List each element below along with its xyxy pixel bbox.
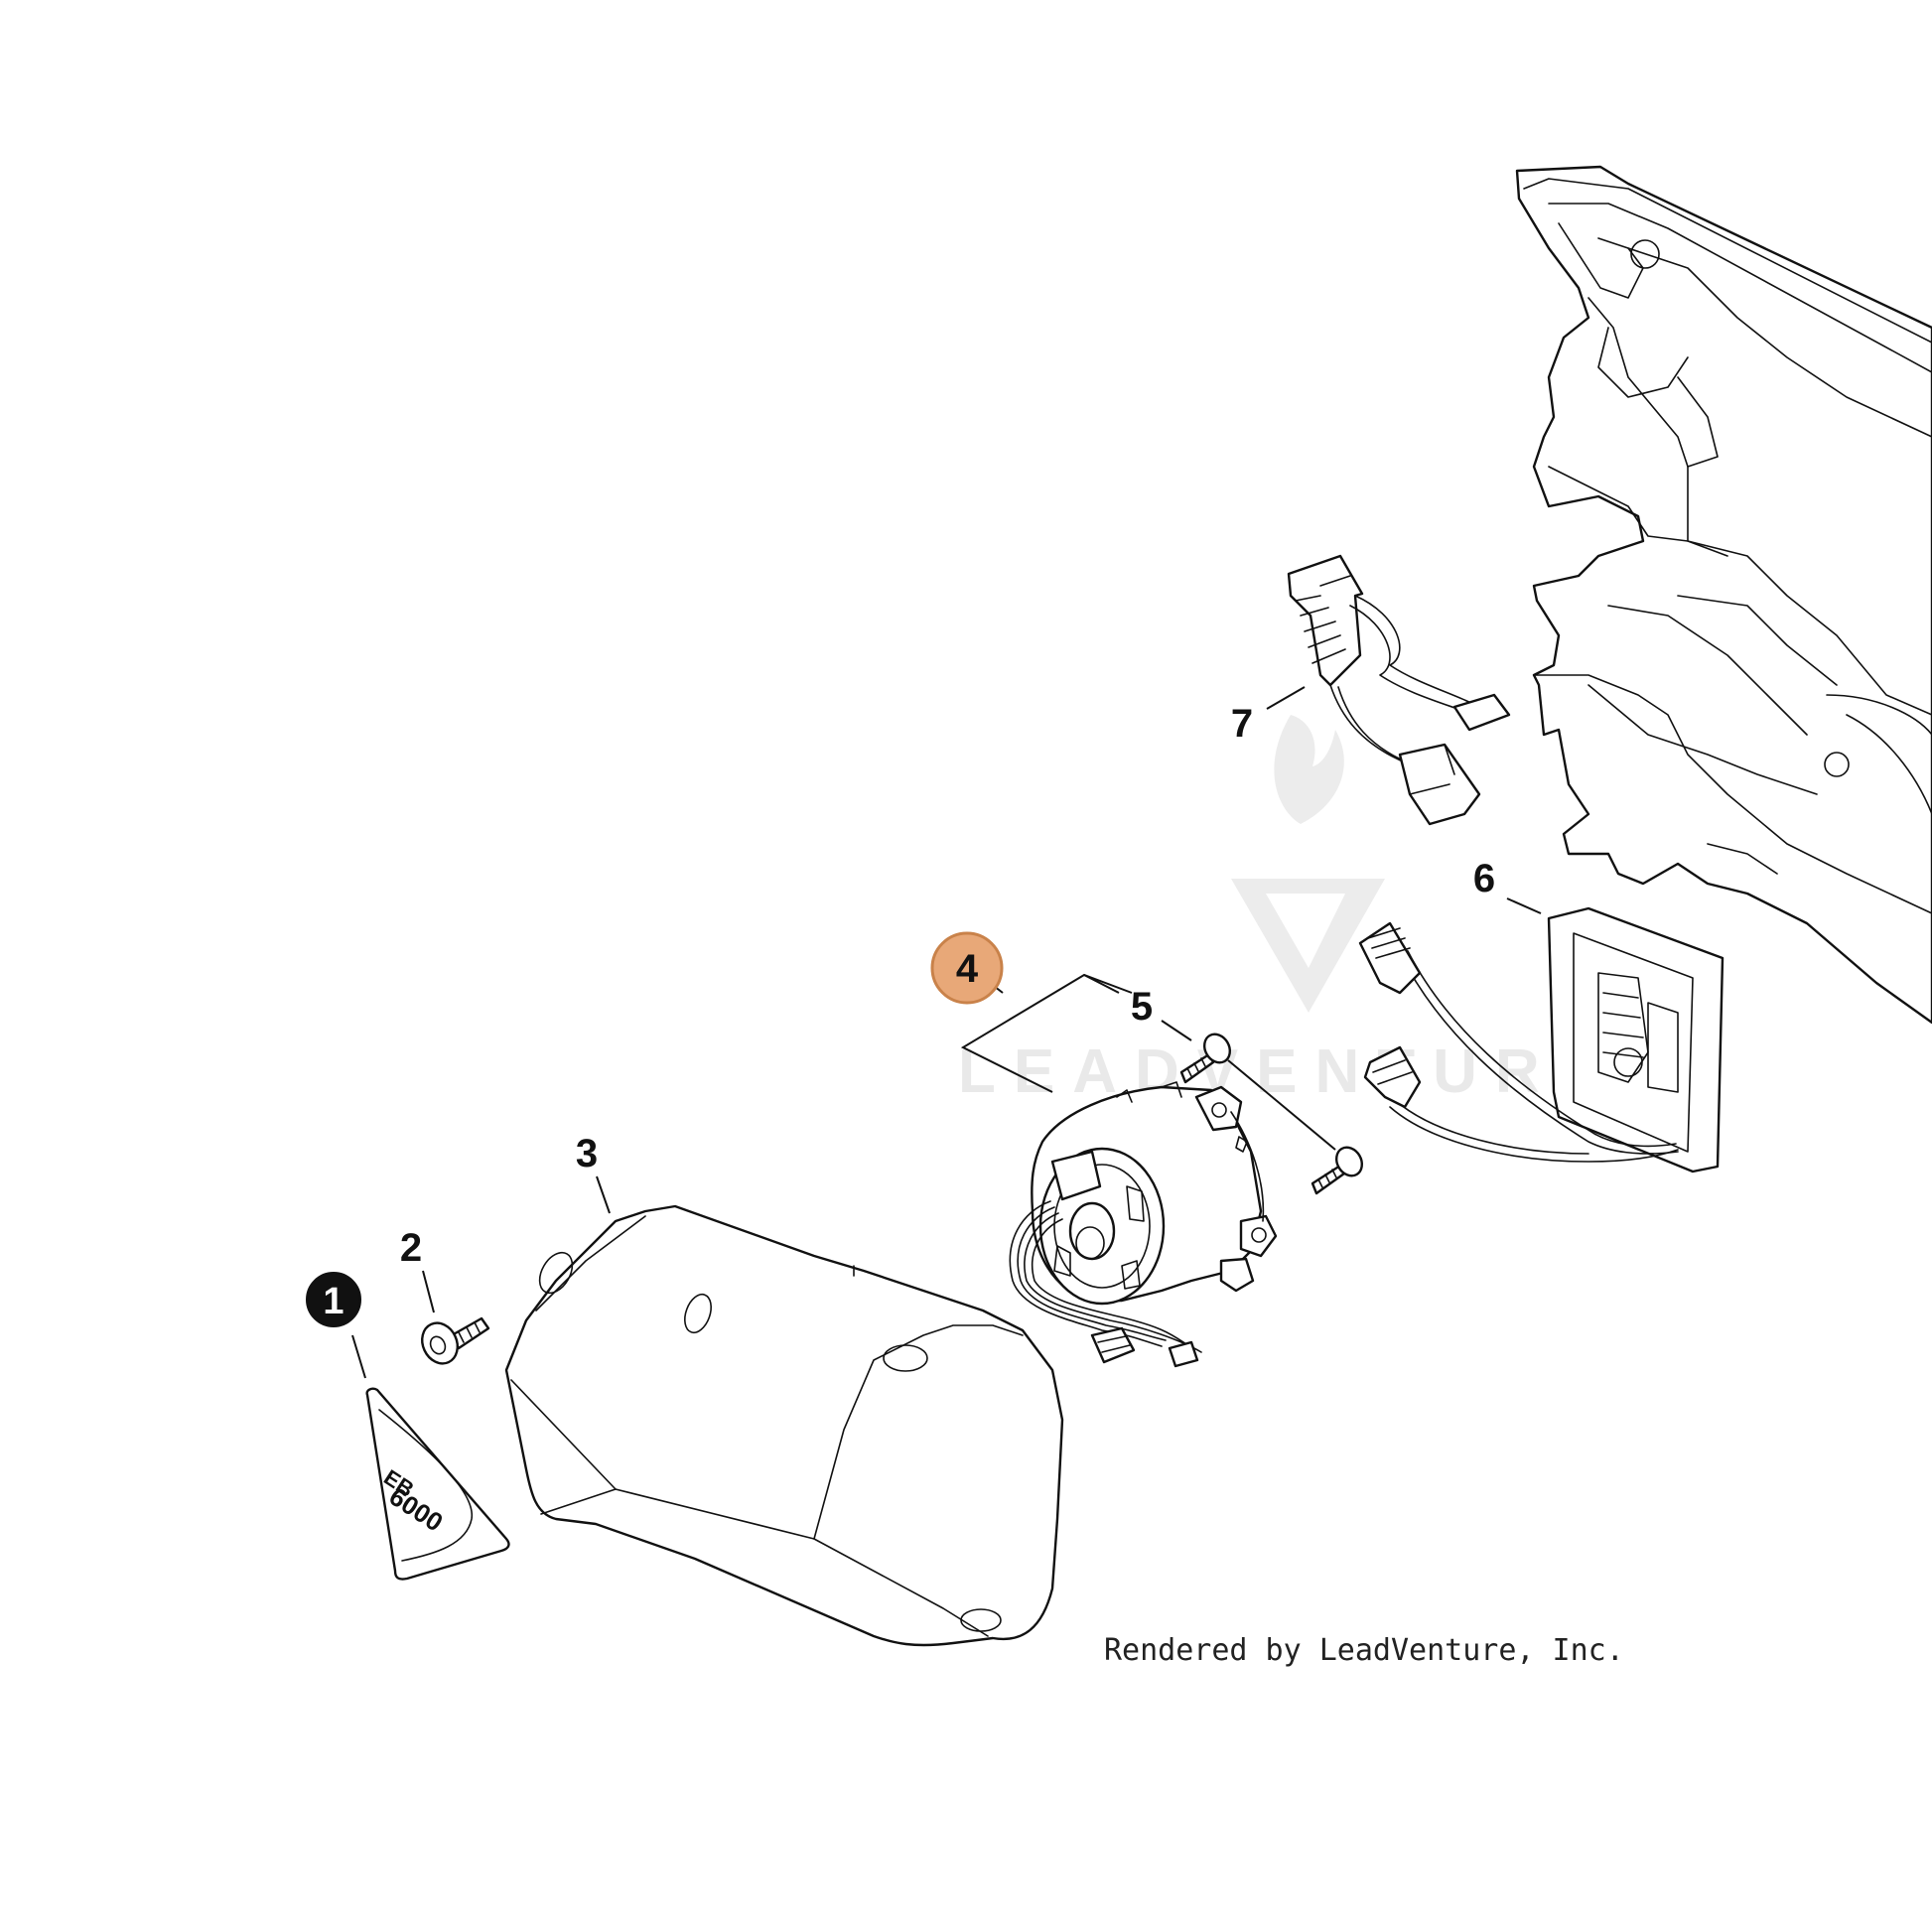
callout-4: 4 [930, 931, 1004, 1005]
part-1-decal: EB 6000 [365, 1387, 510, 1581]
leadventure-watermark: LEADVENTURE [958, 715, 1616, 1106]
render-credit: Rendered by LeadVenture, Inc. [1104, 1633, 1624, 1668]
watermark-text: LEADVENTURE [958, 1037, 1616, 1106]
callout-4-label: 4 [956, 947, 979, 991]
callout-5-label: 5 [1131, 985, 1153, 1029]
part-6-controller-module [1358, 906, 1725, 1173]
callout-3-label: 3 [576, 1132, 598, 1175]
part-7-connector-bracket [1287, 554, 1511, 826]
callout-6-label: 6 [1473, 857, 1495, 900]
part-4-motor-assembly [1009, 1081, 1278, 1368]
leader-lines [351, 686, 1542, 1379]
part-3-motor-cover [504, 1204, 1064, 1647]
callout-2-label: 2 [400, 1226, 422, 1270]
callouts: 1 2 3 4 5 6 7 [306, 702, 1495, 1327]
callout-7-label: 7 [1231, 702, 1253, 746]
blower-housing [1515, 165, 1932, 1025]
part-2-screw [421, 1316, 490, 1365]
part-5-screws [1179, 1033, 1364, 1195]
callout-1-label: 1 [323, 1281, 344, 1322]
callout-1: 1 [306, 1272, 361, 1327]
